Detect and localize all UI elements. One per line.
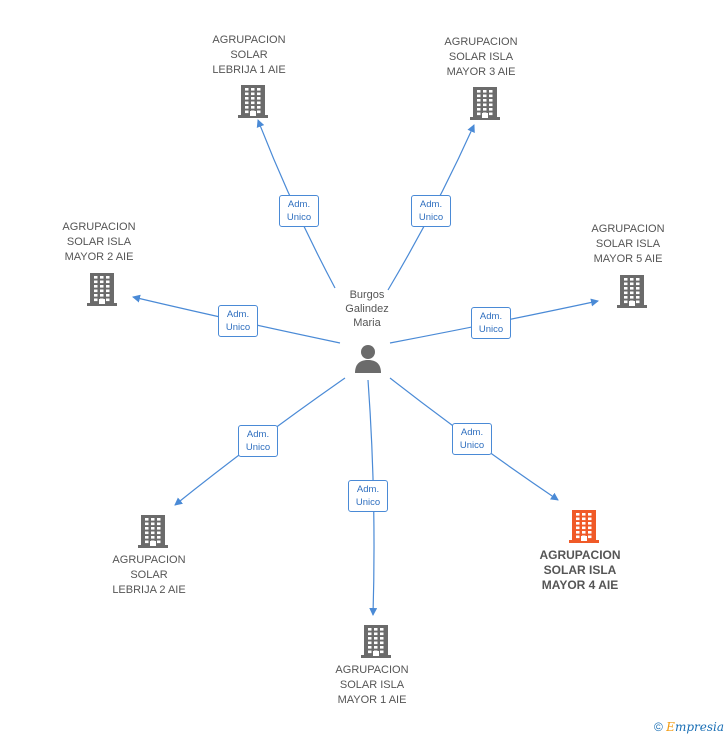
- company-name-line: MAYOR 3 AIE: [446, 66, 516, 78]
- person-name: Burgos Galindez Maria: [322, 288, 412, 330]
- building-icon[interactable]: [360, 624, 392, 663]
- role-line: Unico: [245, 442, 271, 453]
- building-icon[interactable]: [568, 509, 600, 548]
- company-name-line: SOLAR ISLA: [66, 236, 132, 248]
- role-line: Adm.: [419, 199, 443, 210]
- role-line: Unico: [355, 497, 381, 508]
- role-line: Adm.: [287, 199, 311, 210]
- role-label-mayor3[interactable]: Adm. Unico: [411, 195, 451, 227]
- company-name-line: MAYOR 5 AIE: [593, 253, 663, 265]
- company-label-mayor2[interactable]: AGRUPACION SOLAR ISLA MAYOR 2 AIE: [39, 220, 159, 265]
- role-line: Unico: [225, 322, 251, 333]
- role-label-lebrija1[interactable]: Adm. Unico: [279, 195, 319, 227]
- role-line: Unico: [478, 324, 504, 335]
- brand-name: mpresia: [674, 720, 724, 734]
- role-label-mayor2[interactable]: Adm. Unico: [218, 305, 258, 337]
- company-name-line: AGRUPACION: [112, 554, 186, 566]
- building-icon[interactable]: [237, 84, 269, 123]
- role-line: Adm.: [246, 429, 270, 440]
- company-name-line: LEBRIJA 2 AIE: [112, 584, 186, 596]
- role-line: Adm.: [460, 427, 484, 438]
- role-label-mayor4[interactable]: Adm. Unico: [452, 423, 492, 455]
- company-name-line: AGRUPACION: [212, 34, 286, 46]
- company-name-line: AGRUPACION: [444, 36, 518, 48]
- building-icon[interactable]: [137, 514, 169, 553]
- building-icon[interactable]: [469, 86, 501, 125]
- company-name-line: SOLAR ISLA: [595, 238, 661, 250]
- role-line: Adm.: [479, 311, 503, 322]
- company-name-line: MAYOR 2 AIE: [64, 251, 134, 263]
- company-name-line: SOLAR ISLA: [543, 563, 617, 577]
- company-label-mayor3[interactable]: AGRUPACION SOLAR ISLA MAYOR 3 AIE: [421, 35, 541, 80]
- company-name-line: AGRUPACION: [335, 664, 409, 676]
- company-label-mayor5[interactable]: AGRUPACION SOLAR ISLA MAYOR 5 AIE: [568, 222, 688, 267]
- company-name-line: SOLAR: [130, 569, 168, 581]
- copyright-icon: ©: [653, 720, 663, 734]
- company-name-line: MAYOR 1 AIE: [337, 694, 407, 706]
- person-name-line: Maria: [353, 317, 381, 329]
- company-label-mayor1[interactable]: AGRUPACION SOLAR ISLA MAYOR 1 AIE: [312, 663, 432, 708]
- person-name-line: Galindez: [345, 303, 389, 315]
- role-line: Unico: [286, 212, 312, 223]
- company-name-line: LEBRIJA 1 AIE: [212, 64, 286, 76]
- brand-logo: Empresia: [666, 720, 724, 734]
- company-name-line: SOLAR: [230, 49, 268, 61]
- role-label-mayor5[interactable]: Adm. Unico: [471, 307, 511, 339]
- company-name-line: SOLAR ISLA: [339, 679, 405, 691]
- company-label-lebrija1[interactable]: AGRUPACION SOLAR LEBRIJA 1 AIE: [189, 33, 309, 78]
- company-name-line: AGRUPACION: [591, 223, 665, 235]
- role-line: Adm.: [226, 309, 250, 320]
- building-icon[interactable]: [616, 274, 648, 313]
- person-name-line: Burgos: [349, 289, 385, 301]
- company-name-line: AGRUPACION: [62, 221, 136, 233]
- role-line: Unico: [459, 440, 485, 451]
- company-name-line: SOLAR ISLA: [448, 51, 514, 63]
- company-label-lebrija2[interactable]: AGRUPACION SOLAR LEBRIJA 2 AIE: [89, 553, 209, 598]
- company-name-line: AGRUPACION: [539, 548, 621, 562]
- role-line: Adm.: [356, 484, 380, 495]
- role-label-mayor1[interactable]: Adm. Unico: [348, 480, 388, 512]
- person-icon[interactable]: [354, 344, 382, 374]
- company-name-line: MAYOR 4 AIE: [541, 578, 619, 592]
- footer-brand: © Empresia: [654, 720, 724, 734]
- role-line: Unico: [418, 212, 444, 223]
- building-icon[interactable]: [86, 272, 118, 311]
- brand-initial: E: [666, 720, 675, 734]
- role-label-lebrija2[interactable]: Adm. Unico: [238, 425, 278, 457]
